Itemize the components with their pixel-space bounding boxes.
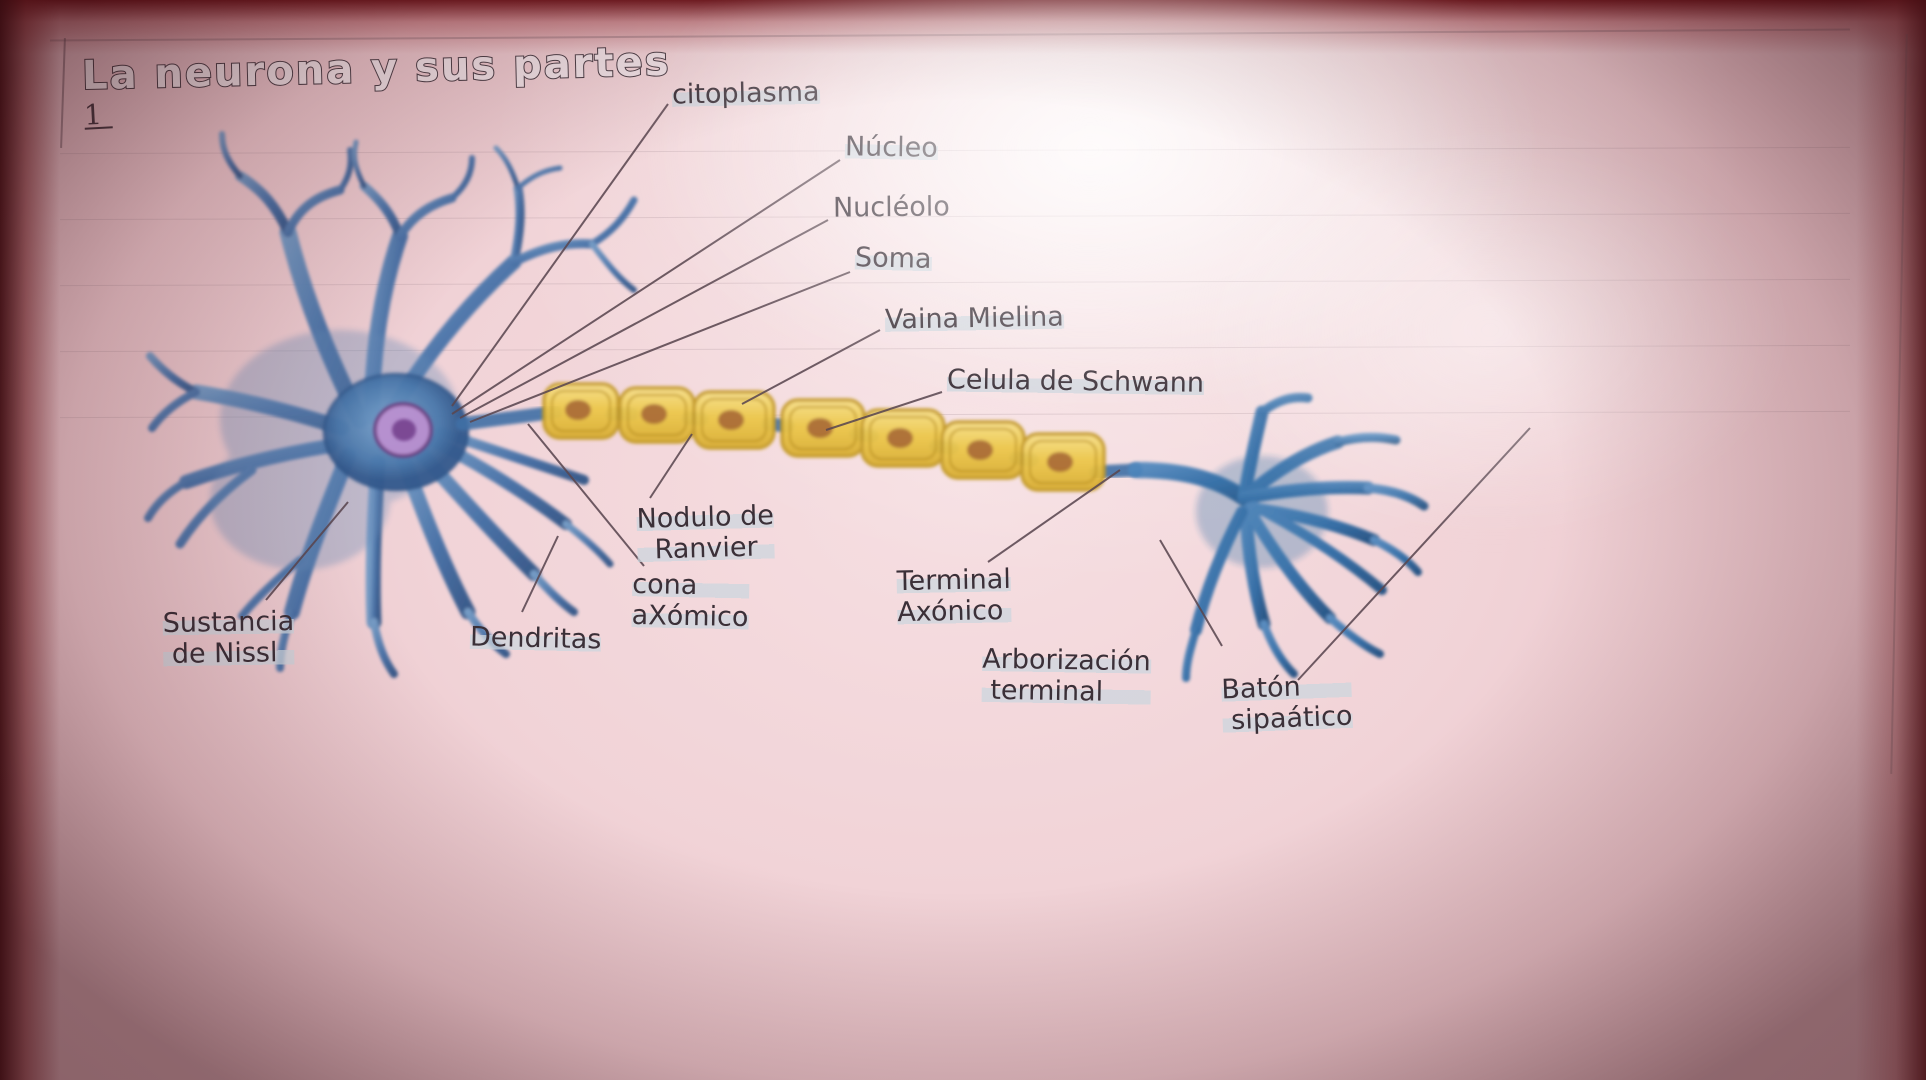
label-celula-de-schwann: Celula de Schwann — [946, 364, 1205, 399]
label-line: sipaático — [1222, 700, 1353, 737]
label-vaina-mielina: Vaina Mielina — [884, 301, 1064, 336]
label-line: citoplasma — [671, 76, 820, 111]
label-line: Dendritas — [469, 621, 602, 656]
label-line: terminal — [981, 674, 1151, 709]
lead-dendritas — [521, 535, 559, 613]
label-line: Vaina Mielina — [884, 301, 1064, 336]
label-line: Sustancia — [162, 605, 295, 640]
label-line: Núcleo — [844, 131, 939, 164]
label-line: cona — [632, 568, 750, 603]
label-baton-sipaatico: Batón sipaático — [1220, 669, 1353, 737]
label-line: Arborización — [982, 643, 1152, 678]
lead-nodulo-de-ranvier — [649, 433, 693, 499]
lead-vaina-mielina — [741, 329, 881, 405]
nucleolus — [392, 419, 416, 441]
lead-citoplasma — [451, 103, 669, 407]
label-nodulo-de-ranvier: Nodulo de Ranvier — [636, 500, 776, 566]
label-line: Nucléolo — [832, 191, 950, 224]
lead-nucleo — [451, 159, 841, 415]
label-line: de Nissl — [163, 637, 295, 671]
label-nucleolo: Nucléolo — [833, 191, 950, 223]
terminal-arborization — [1128, 393, 1429, 682]
myelin-sheath — [542, 382, 1106, 492]
page-number-value: 1 — [83, 97, 103, 132]
label-line: aXómico — [631, 599, 749, 634]
lead-arborizacion-terminal — [1159, 539, 1223, 647]
lead-terminal-axonico — [987, 469, 1121, 563]
label-citoplasma: citoplasma — [671, 76, 820, 111]
label-line: Celula de Schwann — [946, 364, 1205, 399]
label-line: Nodulo de — [636, 500, 775, 535]
label-dendritas: Dendritas — [469, 621, 602, 656]
label-soma: Soma — [854, 242, 932, 275]
label-line: Batón — [1220, 669, 1352, 706]
label-line: Ranvier — [637, 531, 776, 566]
label-arborizacion-terminal: Arborización terminal — [981, 643, 1152, 709]
lead-cona-axonico — [527, 423, 645, 567]
label-line: Soma — [854, 242, 932, 275]
lead-sustancia-de-nissl — [265, 501, 349, 601]
label-sustancia-de-nissl: Sustancia de Nissl — [162, 605, 295, 671]
label-nucleo: Núcleo — [844, 131, 939, 164]
label-line: Terminal — [896, 563, 1012, 598]
page-number: 1 — [83, 97, 113, 132]
lead-baton-sipaatico — [1297, 427, 1531, 681]
label-line: Axónico — [897, 594, 1012, 629]
